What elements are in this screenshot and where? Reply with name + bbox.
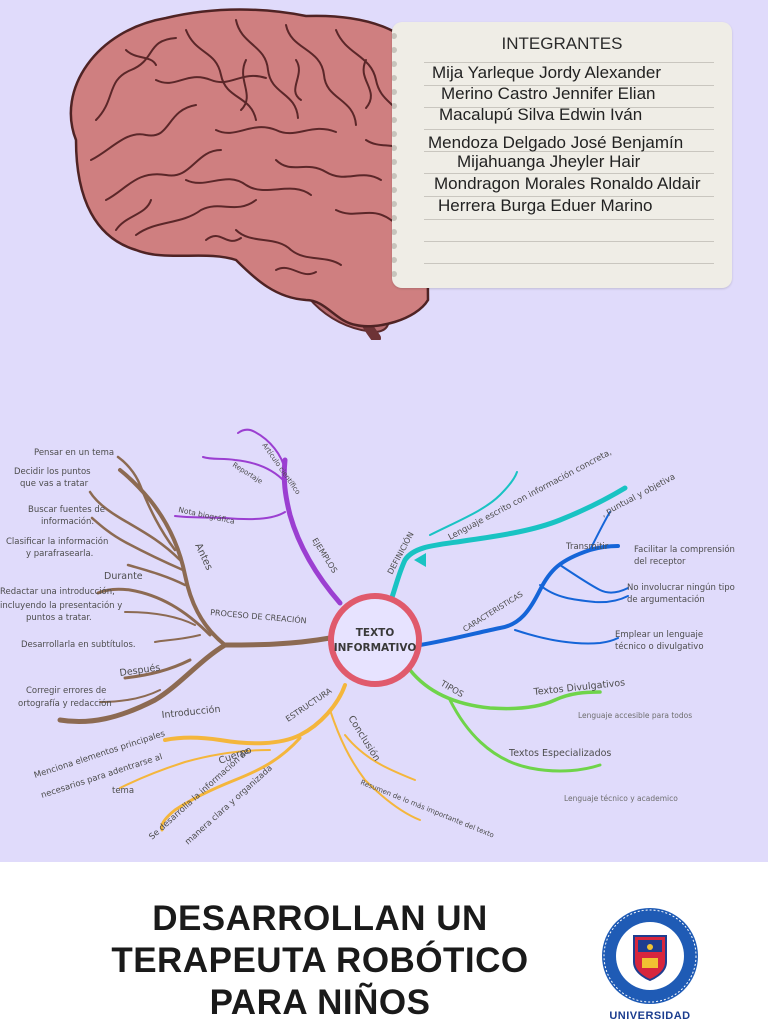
antes-item-4-line-2: y parafrasearla. — [26, 549, 93, 559]
ruled-line — [424, 129, 714, 130]
mind-map: TEXTO INFORMATIVO EJEMPLOS Artículo cien… — [0, 428, 735, 847]
tipo-especializados-desc: Lenguaje técnico y academico — [564, 794, 678, 803]
member-name: Mendoza Delgado José Benjamín — [428, 133, 684, 152]
caracteristicas-label: CARACTERISTICAS — [461, 589, 524, 633]
ruled-line — [424, 219, 714, 220]
despues-item-line-2: ortografía y redacción — [18, 698, 112, 709]
caracteristica-1-line-2: del receptor — [634, 557, 686, 567]
durante-item-1-line-2: incluyendo la presentación y — [0, 600, 122, 611]
ruled-line — [424, 107, 714, 108]
headline-line-1: DESARROLLAN UN — [152, 899, 488, 938]
antes-item-2-line-1: Decidir los puntos — [14, 467, 91, 477]
definicion-arrow-icon — [414, 553, 426, 567]
antes-item-2-line-2: que vas a tratar — [20, 479, 89, 489]
center-title-line-1: TEXTO — [356, 627, 395, 639]
branch-definicion — [387, 471, 628, 606]
members-card: INTEGRANTES Mija Yarleque Jordy Alexande… — [392, 22, 732, 288]
spiral-binding-icon — [392, 33, 397, 277]
headline-line-3: PARA NIÑOS — [209, 983, 431, 1022]
transmitir-label: Transmitir — [565, 542, 609, 552]
headline-line-2: TERAPEUTA ROBÓTICO — [111, 941, 529, 980]
caracteristica-3-line-1: Emplear un lenguaje — [615, 630, 703, 640]
ruled-line — [424, 241, 714, 242]
ruled-line — [424, 196, 714, 197]
news-banner: DESARROLLAN UN TERAPEUTA ROBÓTICO PARA N… — [0, 862, 768, 1024]
antes-item-4-line-1: Clasificar la información — [6, 536, 108, 547]
proceso-label: PROCESO DE CREACIÓN — [210, 606, 307, 625]
member-name: Mijahuanga Jheyler Hair — [457, 152, 641, 171]
durante-item-2: Desarrollarla en subtítulos. — [21, 640, 136, 650]
proceso-durante: Durante — [104, 571, 143, 582]
proceso-antes: Antes — [192, 542, 214, 572]
member-name: Mija Yarleque Jordy Alexander — [432, 63, 662, 82]
ruled-line — [424, 151, 714, 152]
branch-ejemplos — [174, 428, 343, 606]
antes-item-3-line-2: información. — [41, 516, 94, 527]
conclusion-desc: Resumen de lo más importante del texto — [359, 778, 495, 839]
ejemplo-nota: Nota biográfica — [178, 505, 236, 526]
members-title: INTEGRANTES — [501, 34, 623, 53]
despues-item-line-1: Corregir errores de — [26, 686, 106, 696]
member-name: Merino Castro Jennifer Elian — [441, 84, 656, 103]
antes-item-3-line-1: Buscar fuentes de — [28, 505, 105, 515]
durante-item-1-line-3: puntos a tratar. — [26, 613, 92, 623]
top-panel: INTEGRANTES Mija Yarleque Jordy Alexande… — [0, 0, 768, 862]
antes-item-1: Pensar en un tema — [34, 448, 114, 458]
branch-proceso — [57, 455, 333, 725]
estructura-conclusion: Conclusión — [345, 714, 382, 764]
headline: DESARROLLAN UN TERAPEUTA ROBÓTICO PARA N… — [40, 898, 600, 1024]
caracteristica-1-line-1: Facilitar la comprensión — [634, 544, 735, 555]
member-name: Mondragon Morales Ronaldo Aldair — [434, 174, 701, 193]
member-name: Macalupú Silva Edwin Iván — [439, 105, 643, 124]
caracteristica-2-line-1: No involucrar ningún tipo — [627, 583, 735, 593]
estructura-label: ESTRUCTURA — [284, 686, 334, 724]
branch-tipos — [408, 668, 602, 773]
center-title-line-2: INFORMATIVO — [334, 642, 417, 654]
introduccion-desc-3: tema — [112, 786, 134, 796]
cuerpo-desc-2: manera clara y organizada — [183, 763, 274, 847]
caracteristica-3-line-2: técnico o divulgativo — [615, 641, 704, 652]
center-node — [328, 593, 422, 687]
logo-caption: UNIVERSIDAD — [609, 1010, 691, 1022]
ruled-line — [424, 173, 714, 174]
caracteristica-2-line-2: de argumentación — [627, 594, 705, 605]
brain-illustration — [69, 8, 430, 340]
member-name: Herrera Burga Eduer Marino — [438, 196, 653, 215]
branch-caracteristicas — [418, 511, 629, 647]
tipo-divulgativos-desc: Lenguaje accesible para todos — [578, 711, 692, 720]
ruled-line — [424, 263, 714, 264]
ruled-line — [424, 85, 714, 86]
estructura-introduccion: Introducción — [161, 704, 221, 721]
durante-item-1-line-1: Redactar una introducción, — [0, 586, 115, 597]
branch-estructura — [119, 683, 421, 832]
ruled-line — [424, 62, 714, 63]
university-seal-icon — [602, 908, 698, 1004]
tipo-especializados: Textos Especializados — [508, 748, 611, 759]
